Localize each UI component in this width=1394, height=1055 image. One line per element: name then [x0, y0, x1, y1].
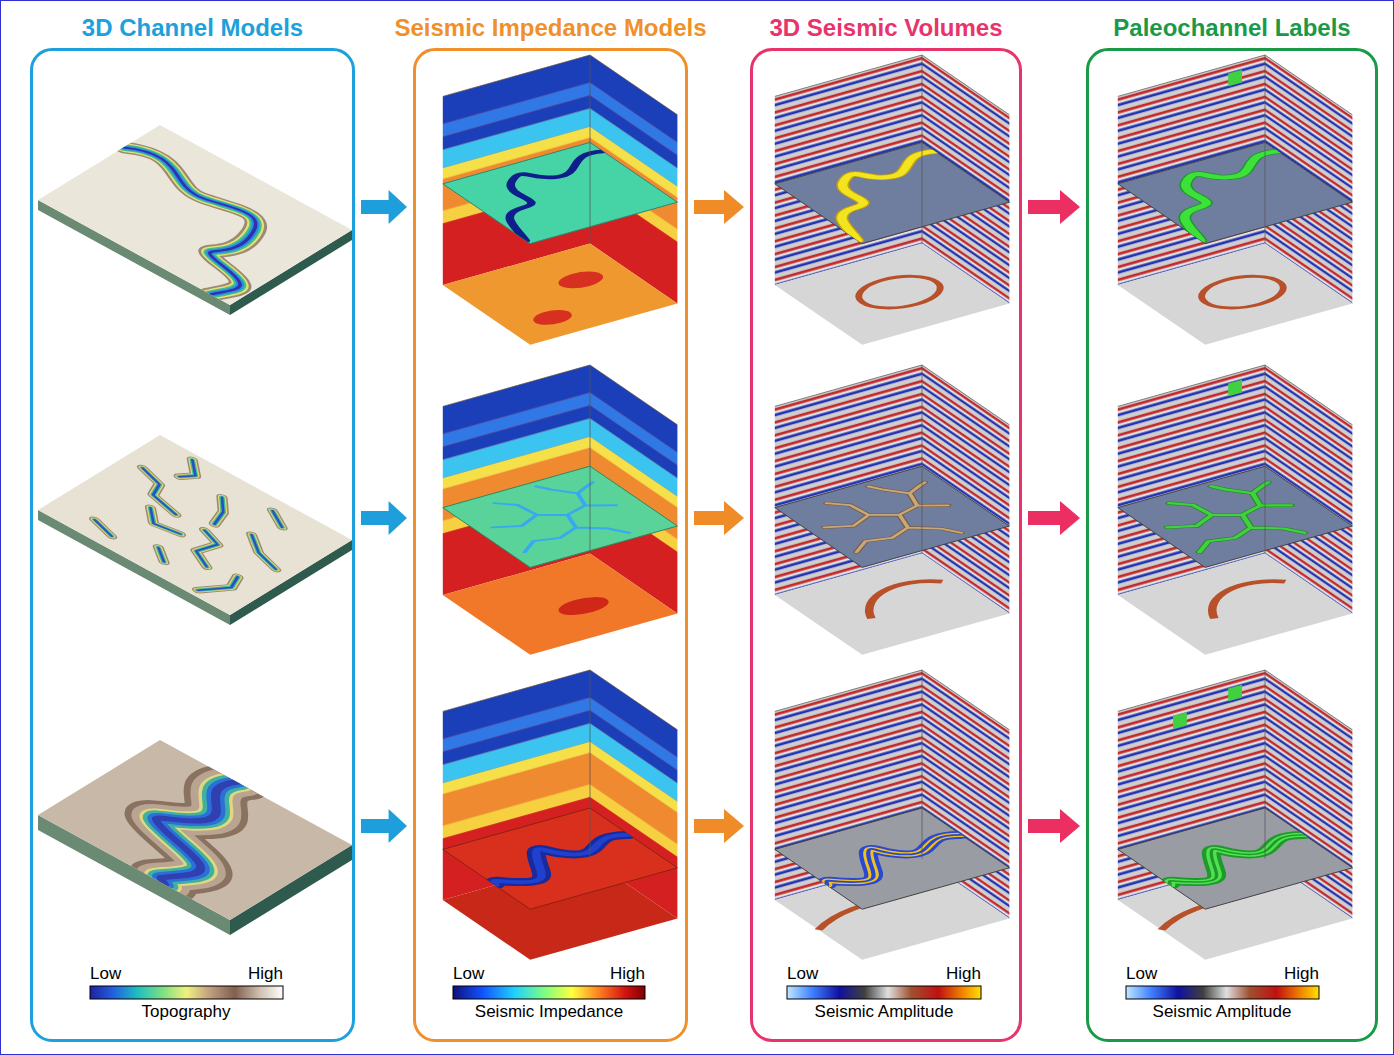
impedance-cube: [443, 670, 678, 960]
impedance-cube: [443, 365, 678, 655]
flow-arrow: [694, 190, 744, 224]
flow-arrow: [694, 809, 744, 843]
flow-arrow: [1028, 501, 1080, 535]
seismic-cube: [775, 55, 1010, 345]
impedance-cube: [443, 55, 678, 345]
colorbar-label: High: [248, 964, 283, 984]
colorbar-label: Seismic Amplitude: [815, 1002, 954, 1022]
panel-heading: Paleochannel Labels: [1113, 14, 1350, 42]
panel-heading: Seismic Impedance Models: [394, 14, 706, 42]
colorbar-label: High: [610, 964, 645, 984]
panel-heading: 3D Channel Models: [82, 14, 303, 42]
panel-box: Paleochannel Labels: [1086, 48, 1378, 1042]
colorbar-label: High: [1284, 964, 1319, 984]
flow-arrow: [361, 501, 407, 535]
channel-model-slab: [38, 435, 352, 625]
flow-arrow: [694, 501, 744, 535]
flow-arrow: [361, 809, 407, 843]
colorbar: [90, 986, 283, 999]
colorbar-label: High: [946, 964, 981, 984]
colorbar-label: Low: [1126, 964, 1157, 984]
panel-heading: 3D Seismic Volumes: [770, 14, 1003, 42]
panel-box: 3D Channel Models: [30, 48, 355, 1042]
panel-box: 3D Seismic Volumes: [750, 48, 1022, 1042]
seismic-cube: [775, 670, 1010, 960]
colorbar-label: Seismic Amplitude: [1153, 1002, 1292, 1022]
channel-model-slab: [38, 125, 352, 315]
colorbar: [787, 986, 981, 999]
colorbar-label: Seismic Impedance: [475, 1002, 623, 1022]
seismic-cube: [775, 365, 1010, 655]
colorbar: [453, 986, 645, 999]
colorbar: [1126, 986, 1319, 999]
colorbar-label: Low: [90, 964, 121, 984]
colorbar-label: Low: [453, 964, 484, 984]
label-cube: [1118, 55, 1353, 345]
label-cube: [1118, 365, 1353, 655]
flow-arrow: [361, 190, 407, 224]
colorbar-label: Topography: [142, 1002, 231, 1022]
label-cube: [1118, 670, 1353, 960]
channel-model-slab: [38, 740, 352, 935]
panel-box: Seismic Impedance Models: [413, 48, 688, 1042]
colorbar-label: Low: [787, 964, 818, 984]
flow-arrow: [1028, 190, 1080, 224]
flow-arrow: [1028, 809, 1080, 843]
